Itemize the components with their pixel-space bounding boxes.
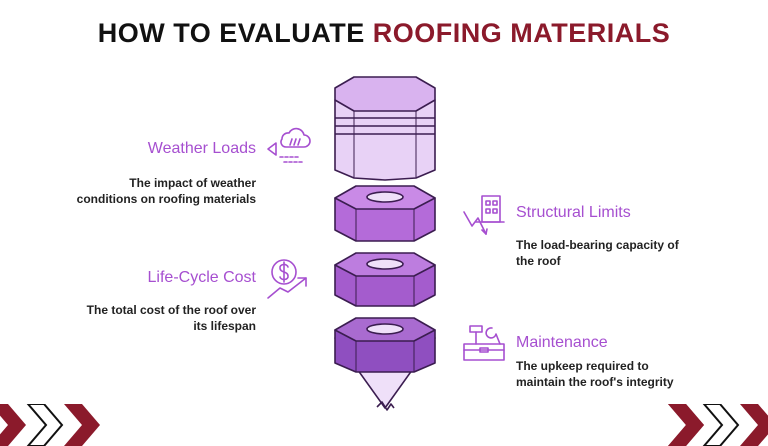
- desc-life-cycle-cost: The total cost of the roof over its life…: [86, 303, 256, 333]
- desc-weather-loads: The impact of weather conditions on roof…: [76, 176, 256, 206]
- label-maintenance: Maintenance: [516, 334, 608, 351]
- stack-bottom-point: [334, 317, 436, 411]
- label-life-cycle-cost: Life-Cycle Cost: [147, 269, 256, 286]
- toolbox-icon: [463, 325, 505, 361]
- building-icon: [463, 195, 505, 235]
- cloud-rain-icon: [267, 127, 311, 163]
- stack-nut-1: [334, 185, 436, 242]
- title-highlight: ROOFING MATERIALS: [372, 18, 671, 48]
- page-title: HOW TO EVALUATE ROOFING MATERIALS: [0, 18, 768, 49]
- dollar-growth-icon: [267, 259, 307, 299]
- stack-nut-2: [334, 252, 436, 307]
- decorative-chevrons-right: [668, 404, 768, 446]
- label-structural-limits: Structural Limits: [516, 204, 631, 221]
- desc-maintenance: The upkeep required to maintain the roof…: [516, 359, 674, 389]
- decorative-chevrons-left: [0, 404, 100, 446]
- stack-top-cap: [334, 76, 436, 181]
- desc-structural-limits: The load-bearing capacity of the roof: [516, 238, 679, 268]
- label-weather-loads: Weather Loads: [147, 140, 256, 157]
- title-prefix: HOW TO EVALUATE: [97, 18, 365, 48]
